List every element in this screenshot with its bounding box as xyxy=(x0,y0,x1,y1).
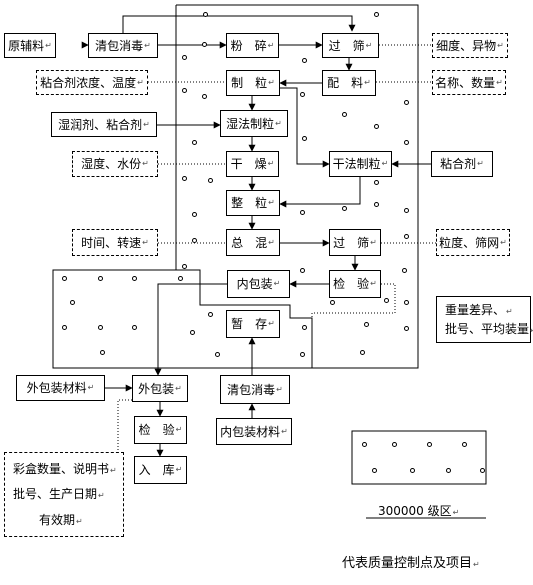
control-point-leaders xyxy=(117,44,436,452)
zone-dot xyxy=(374,180,379,185)
zone-dot xyxy=(330,300,335,305)
zone-dot xyxy=(190,330,195,335)
arrow-granulate-to-drygran xyxy=(280,87,330,168)
zone-dot xyxy=(392,442,397,447)
dispense-box: 配 料↵ xyxy=(322,70,376,96)
zone-dot xyxy=(364,322,369,327)
dry-granulate-box: 干法制粒↵ xyxy=(329,151,392,177)
total-mix-box: 总 混↵ xyxy=(226,229,280,256)
control-name-quantity: 名称、数量↵ xyxy=(432,70,506,95)
sieve-mid-box: 过 筛↵ xyxy=(329,229,381,256)
zone-dot xyxy=(404,300,409,305)
zone-dot xyxy=(427,442,432,447)
control-time-speed: 时间、转速↵ xyxy=(72,229,158,256)
dry-box: 干 燥↵ xyxy=(226,151,279,177)
zone-dot xyxy=(203,12,208,17)
zone-dot xyxy=(202,94,207,99)
legend-zone-box xyxy=(351,430,487,485)
zone-dot xyxy=(178,276,183,281)
zone-dot xyxy=(372,468,377,473)
zone-dot xyxy=(132,325,137,330)
zone-dot xyxy=(404,100,409,105)
zone-dot xyxy=(98,325,103,330)
inner-pack-box: 内包装↵ xyxy=(227,270,290,298)
zone-dot xyxy=(360,350,365,355)
control-carton-batch: 彩盒数量、说明书↵ 批号、生产日期↵ 有效期↵ xyxy=(4,452,124,537)
zone-dot xyxy=(410,468,415,473)
zone-dot xyxy=(300,268,305,273)
leader-weight xyxy=(311,283,396,318)
zone-dot xyxy=(302,136,307,141)
zone-dot xyxy=(374,124,379,129)
inner-pack-material-box: 内包装材料↵ xyxy=(216,418,292,445)
zone-dot xyxy=(70,300,75,305)
clean-zone-boundary xyxy=(52,4,419,369)
wet-granulate-box: 湿法制粒↵ xyxy=(220,110,288,137)
warehouse-box: 入 库↵ xyxy=(134,456,187,484)
zone-dot xyxy=(100,350,105,355)
flow-connectors xyxy=(81,15,431,457)
zone-dot xyxy=(182,88,187,93)
zone-dot xyxy=(182,55,187,60)
zone-dot xyxy=(132,276,137,281)
zone-dot xyxy=(62,325,67,330)
zone-dot xyxy=(342,112,347,117)
control-particle-mesh: 粒度、筛网↵ xyxy=(436,229,510,256)
control-binder: 粘合剂↵ xyxy=(431,151,493,177)
zone-dot xyxy=(374,202,379,207)
inspect-mid-box: 检 验↵ xyxy=(329,270,381,298)
clean-disinfect-top-box: 清包消毒↵ xyxy=(88,33,158,58)
zone-dot xyxy=(404,234,409,239)
arrow-innerpack-to-outerpack xyxy=(154,283,227,376)
zone-dot xyxy=(302,325,307,330)
zone-dot xyxy=(215,352,220,357)
zone-dot xyxy=(208,312,213,317)
diagram-caption: 代表质量控制点及项目↵ xyxy=(342,556,480,571)
zone-dot xyxy=(404,326,409,331)
control-weight-batch: 重量差异、↵ 批号、平均装量↵ xyxy=(436,296,533,343)
zone-dot xyxy=(362,442,367,447)
zone-dot xyxy=(374,12,379,17)
arrow-drygran-to-sizing xyxy=(279,177,361,208)
zone-dot xyxy=(192,238,197,243)
legend-zone-label: 300000 级区↵ xyxy=(378,504,460,518)
zone-dot xyxy=(404,140,409,145)
outer-pack-material-box: 外包装材料↵ xyxy=(16,375,105,401)
zone-dot xyxy=(208,178,213,183)
zone-dot xyxy=(302,58,307,63)
sieve-top-box: 过 筛↵ xyxy=(322,33,379,58)
control-humidity-moisture: 湿度、水份↵ xyxy=(72,151,158,177)
zone-dot xyxy=(342,206,347,211)
zone-dot xyxy=(62,276,67,281)
raw-material-box: 原辅料↵ xyxy=(4,33,56,58)
crush-box: 粉 碎↵ xyxy=(226,33,279,58)
zone-dot xyxy=(202,42,207,47)
zone-dot xyxy=(462,442,467,447)
zone-dot xyxy=(384,298,389,303)
zone-dot xyxy=(98,276,103,281)
zone-dot xyxy=(300,92,305,97)
zone-dot xyxy=(402,268,407,273)
zone-dot xyxy=(404,208,409,213)
arrow-clean-to-sieve-top xyxy=(122,15,356,33)
granulate-box: 制 粒↵ xyxy=(226,70,280,96)
leader-carton xyxy=(117,399,132,452)
zone-dot xyxy=(192,140,197,145)
control-binder-conc-temp: 粘合剂浓度、温度↵ xyxy=(36,70,148,95)
zone-dot xyxy=(480,468,485,473)
temp-store-box: 暂 存↵ xyxy=(226,310,280,338)
zone-dot xyxy=(182,264,187,269)
zone-dot xyxy=(300,352,305,357)
zone-dot xyxy=(192,212,197,217)
inspect-bottom-box: 检 验↵ xyxy=(134,416,187,444)
zone-dot xyxy=(446,468,451,473)
zone-dot xyxy=(182,176,187,181)
clean-disinfect-bottom-box: 清包消毒↵ xyxy=(220,375,290,404)
sizing-box: 整 粒↵ xyxy=(226,190,280,216)
outer-pack-box: 外包装↵ xyxy=(132,375,188,402)
zone-dot xyxy=(300,210,305,215)
control-wetting-binder: 湿润剂、粘合剂↵ xyxy=(51,112,157,137)
control-fineness-foreign: 细度、异物↵ xyxy=(432,33,508,58)
